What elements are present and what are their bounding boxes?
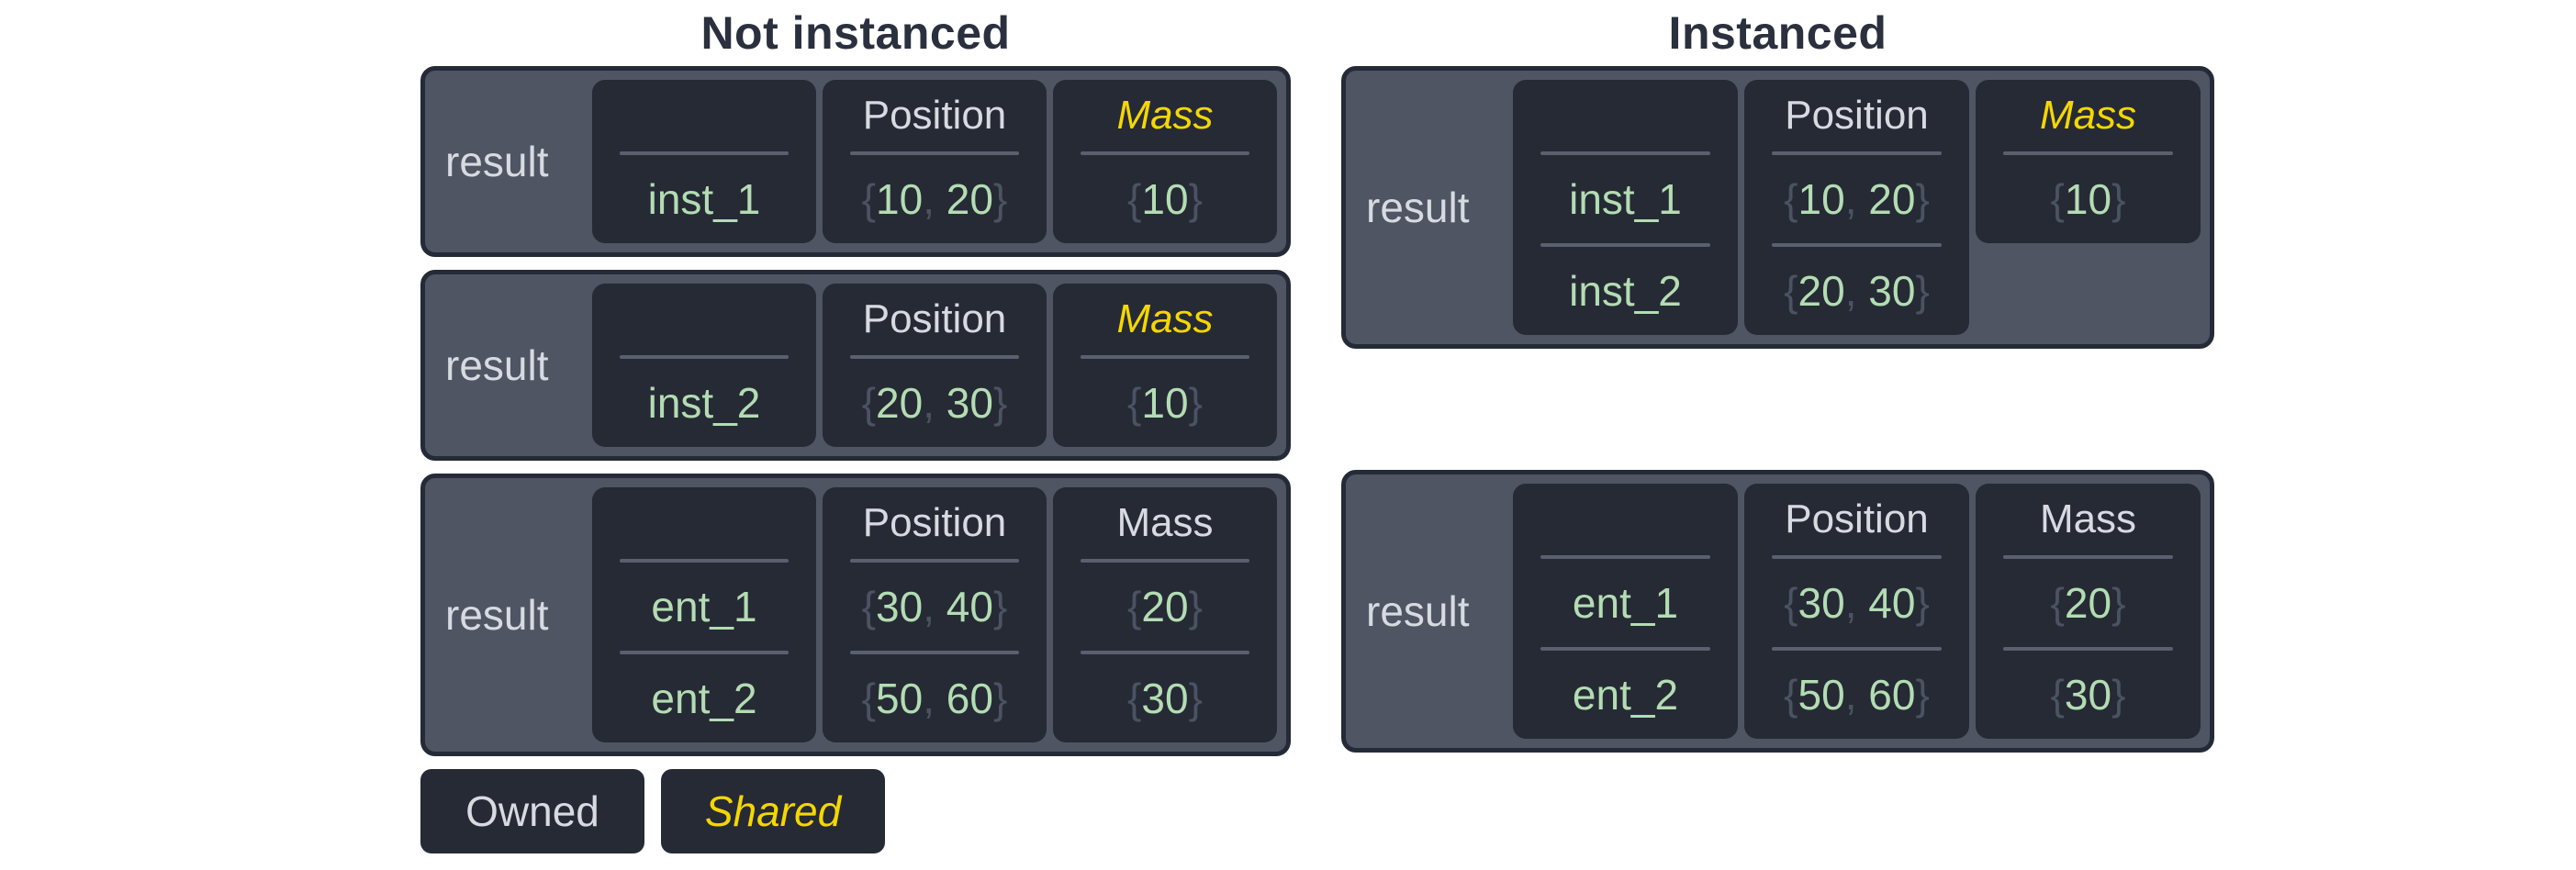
header-divider <box>1081 151 1249 155</box>
header-divider <box>850 559 1019 563</box>
column-header <box>1513 484 1738 555</box>
header-divider <box>850 151 1019 155</box>
column-header <box>592 487 816 559</box>
header-divider <box>2003 555 2173 559</box>
column-header: Position <box>862 500 1007 545</box>
result-label: result <box>445 138 549 185</box>
row-divider <box>850 651 1019 654</box>
header-divider <box>1081 559 1249 563</box>
column-header: Position <box>1785 496 1929 541</box>
column-header: Mass <box>2039 496 2137 541</box>
column-header <box>592 80 816 151</box>
header-divider <box>620 559 789 563</box>
legend-shared-chip: Shared <box>661 769 885 853</box>
legend: Owned Shared <box>420 769 1291 853</box>
header-divider <box>850 355 1019 359</box>
result-label: result <box>445 341 549 389</box>
row-divider <box>620 651 789 654</box>
result-label: result <box>1366 184 1470 231</box>
column-header: Mass <box>1116 93 1214 138</box>
panel-title: Not instanced <box>700 7 1011 59</box>
column-header <box>1513 80 1738 151</box>
row-divider <box>1772 647 1942 651</box>
column-header: Mass <box>1116 500 1214 545</box>
row-divider <box>1540 243 1710 247</box>
column-header: Mass <box>2039 93 2137 138</box>
panel-title: Instanced <box>1668 7 1887 59</box>
header-divider <box>1772 555 1942 559</box>
header-divider <box>1540 555 1710 559</box>
header-divider <box>620 355 789 359</box>
header-divider <box>2003 151 2173 155</box>
header-divider <box>1081 355 1249 359</box>
header-divider <box>1540 151 1710 155</box>
result-label: result <box>1366 587 1470 635</box>
header-divider <box>620 151 789 155</box>
column-header: Position <box>862 296 1007 341</box>
column-header <box>592 284 816 355</box>
column-header: Position <box>1785 93 1929 138</box>
column-header: Position <box>862 93 1007 138</box>
row-divider <box>1772 243 1942 247</box>
result-label: result <box>445 591 549 639</box>
legend-owned-chip: Owned <box>420 769 644 853</box>
row-divider <box>1081 651 1249 654</box>
row-divider <box>2003 647 2173 651</box>
header-divider <box>1772 151 1942 155</box>
column-header: Mass <box>1116 296 1214 341</box>
row-divider <box>1540 647 1710 651</box>
